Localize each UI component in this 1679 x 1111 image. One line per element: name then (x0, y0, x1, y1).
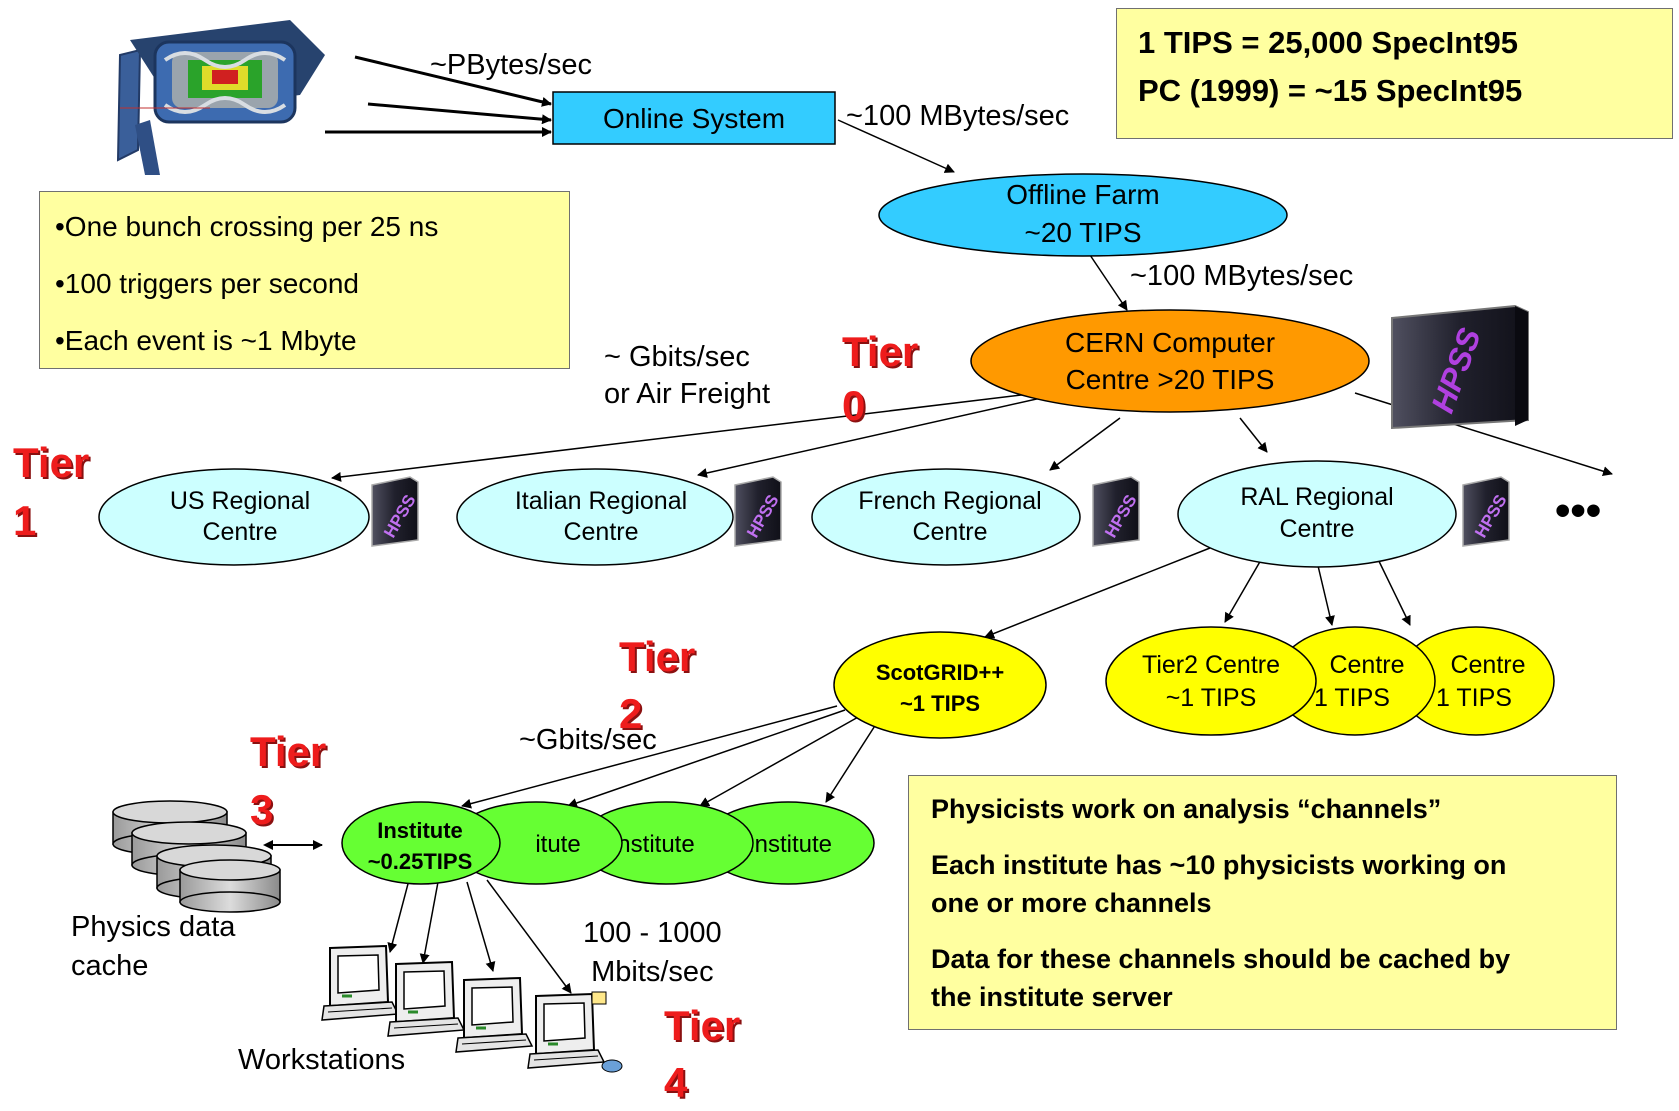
scotgrid-label: ScotGRID++ (876, 660, 1004, 685)
physicists-note-line: the institute server (931, 982, 1173, 1012)
ral-regional-label-2: Centre (1279, 515, 1354, 543)
cern-node: CERN Computer Centre >20 TIPS (970, 309, 1370, 413)
gbits-air-label: ~ Gbits/sec or Air Freight (604, 341, 770, 410)
workstation-icon (321, 944, 400, 1021)
regional-centres: US Regional Centre Italian Regional Cent… (98, 460, 1457, 568)
tips-info-box: 1 TIPS = 25,000 SpecInt95 PC (1999) = ~1… (1116, 8, 1673, 139)
tier2-centres: Centre 1 TIPS Centre 1 TIPS Tier2 Centre… (1105, 626, 1555, 736)
institute-4-label: Institute (748, 831, 832, 858)
ral-regional-node: RAL Regional Centre (1177, 460, 1457, 568)
hpss-storage-icon: HPSS (1092, 476, 1141, 547)
us-regional-label: US Regional (170, 487, 310, 515)
hpss-storage-icon: HPSS (1462, 476, 1511, 547)
hpss-storage-icon: HPSS (1391, 304, 1529, 430)
svg-text:1 TIPS: 1 TIPS (1314, 684, 1390, 712)
workstation-icon (387, 960, 466, 1037)
physics-cache-label: Physics data cache (71, 911, 236, 982)
institute-main-label: Institute (377, 818, 463, 843)
scotgrid-capacity: ~1 TIPS (900, 691, 980, 716)
detector-facts-box: •One bunch crossing per 25 ns •100 trigg… (39, 191, 570, 369)
italian-regional-node: Italian Regional Centre (456, 468, 734, 566)
more-centres-ellipsis: ••• (1555, 486, 1601, 535)
institutes: Institute nstitute itute Institute ~0.25… (341, 801, 875, 885)
online-system-label: Online System (603, 103, 785, 134)
french-regional-label: French Regional (858, 487, 1041, 515)
tips-info-line: PC (1999) = ~15 SpecInt95 (1138, 73, 1523, 108)
tips-info-line: 1 TIPS = 25,000 SpecInt95 (1138, 25, 1518, 60)
us-regional-node: US Regional Centre (98, 468, 370, 566)
svg-text:Centre: Centre (1329, 651, 1404, 679)
gbits-rate-label: ~Gbits/sec (519, 724, 657, 756)
institute-2-label: itute (535, 831, 580, 858)
institute-3-label: nstitute (617, 831, 694, 858)
detector-fact: •Each event is ~1 Mbyte (55, 325, 357, 356)
physicists-note-line: Data for these channels should be cached… (931, 944, 1511, 974)
svg-text:Centre: Centre (1450, 651, 1525, 679)
connections (331, 119, 1613, 994)
cern-capacity: Centre >20 TIPS (1066, 364, 1275, 395)
offline-cern-rate-label: ~100 MBytes/sec (1130, 260, 1354, 292)
us-regional-label-2: Centre (202, 518, 277, 546)
cern-label: CERN Computer (1065, 327, 1275, 358)
french-regional-label-2: Centre (912, 518, 987, 546)
detector-fact: •One bunch crossing per 25 ns (55, 211, 439, 242)
workstations-label: Workstations (238, 1044, 406, 1076)
detector-icon (116, 20, 325, 175)
physicists-note-line: one or more channels (931, 888, 1212, 918)
offline-farm-capacity: ~20 TIPS (1024, 217, 1141, 248)
data-cache-disks-icon (112, 800, 281, 913)
hpss-storage-icon: HPSS (734, 476, 783, 547)
svg-text:~1 TIPS: ~1 TIPS (1166, 684, 1257, 712)
institute-main-capacity: ~0.25TIPS (368, 849, 473, 874)
physicists-note-box: Physicists work on analysis “channels” E… (908, 775, 1617, 1030)
svg-text:Tier2 Centre: Tier2 Centre (1142, 651, 1280, 679)
pbytes-rate-label: ~PBytes/sec (430, 49, 592, 81)
detector-links (325, 55, 552, 137)
online-system-node: Online System (552, 91, 836, 145)
workstation-icon (455, 976, 534, 1053)
tier2-centre-front (1105, 626, 1317, 736)
physicists-note-line: Each institute has ~10 physicists workin… (931, 850, 1507, 880)
scotgrid-node: ScotGRID++ ~1 TIPS (833, 631, 1047, 739)
mbits-rate-label: 100 - 1000 Mbits/sec (583, 917, 722, 988)
italian-regional-label: Italian Regional (515, 487, 687, 515)
italian-regional-label-2: Centre (563, 518, 638, 546)
online-offline-rate-label: ~100 MBytes/sec (846, 100, 1070, 132)
detector-fact: •100 triggers per second (55, 268, 359, 299)
offline-farm-node: Offline Farm ~20 TIPS (878, 173, 1288, 257)
hpss-storage-icon: HPSS (371, 476, 420, 547)
ral-regional-label: RAL Regional (1240, 483, 1393, 511)
svg-text:1 TIPS: 1 TIPS (1436, 684, 1512, 712)
offline-farm-label: Offline Farm (1006, 179, 1160, 210)
physicists-note-line: Physicists work on analysis “channels” (931, 794, 1442, 824)
workstation-icon (527, 991, 623, 1073)
french-regional-node: French Regional Centre (811, 468, 1081, 566)
